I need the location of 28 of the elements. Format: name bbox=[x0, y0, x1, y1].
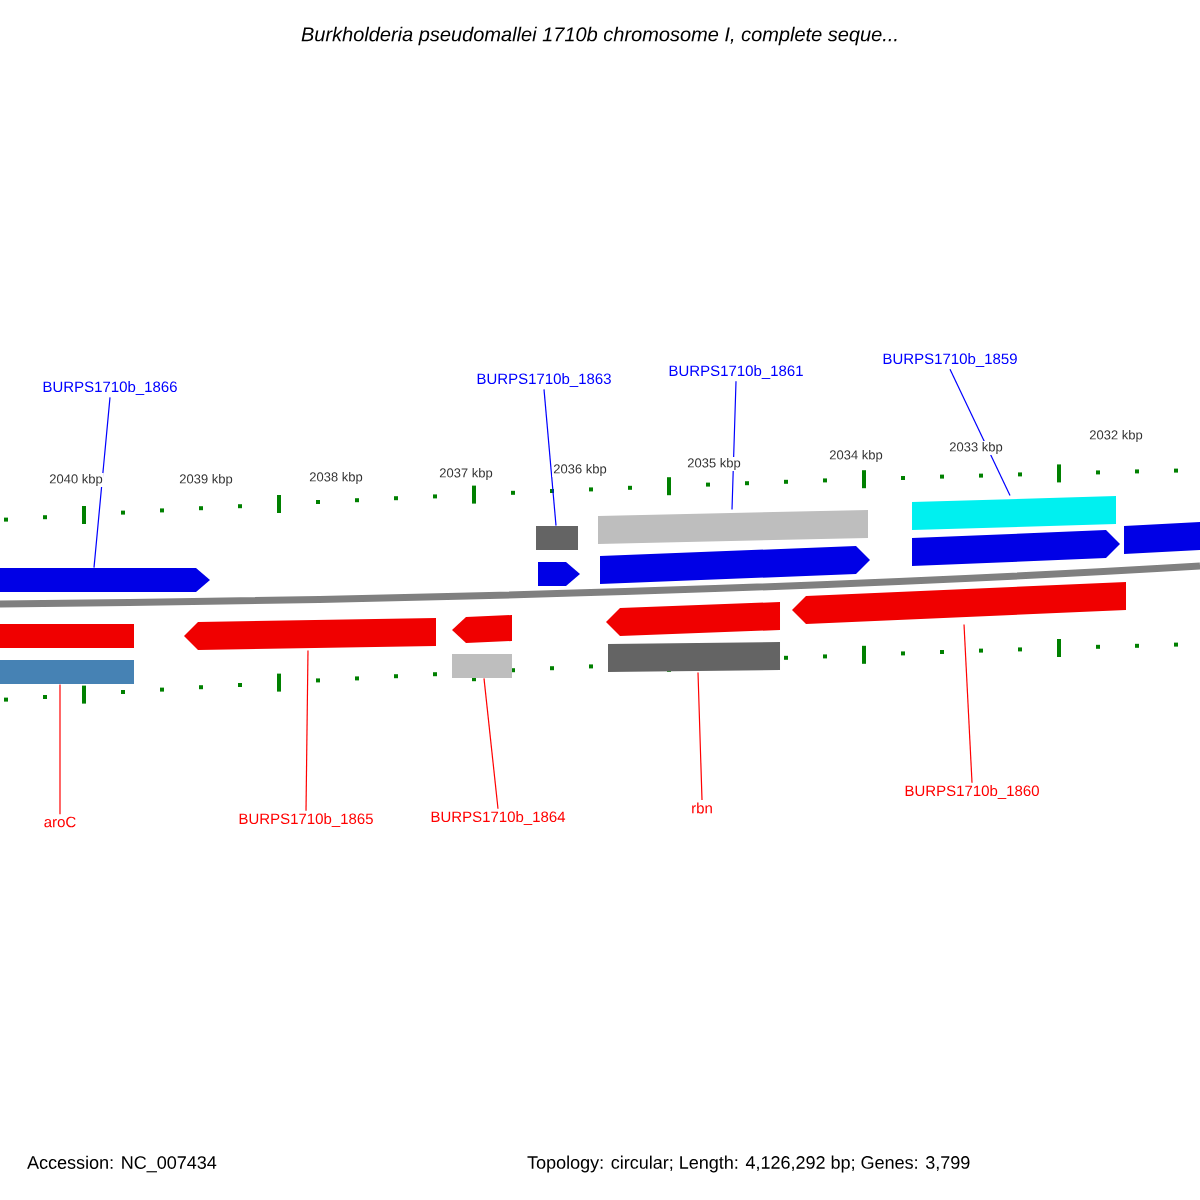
gene-feature bbox=[792, 582, 1126, 624]
gene-bar bbox=[598, 510, 868, 544]
leader-line bbox=[59, 683, 61, 815]
gene-bar bbox=[912, 496, 1116, 530]
gene-bar bbox=[536, 526, 578, 550]
gene-feature bbox=[606, 602, 780, 636]
gene-feature bbox=[600, 546, 870, 584]
gene-bar bbox=[0, 660, 134, 684]
gene-feature bbox=[0, 568, 210, 592]
gene-bar bbox=[608, 642, 780, 672]
gene-bar bbox=[452, 654, 512, 678]
leader-line bbox=[697, 671, 703, 801]
footer-text: Accession: NC_007434 bbox=[27, 1155, 217, 1173]
footer-text: Topology: circular; Length: 4,126,292 bp; Genes: 3,799 bbox=[527, 1155, 970, 1173]
leader-line bbox=[963, 623, 973, 784]
title: Burkholderia pseudomallei 1710b chromosome I, complete seque... bbox=[301, 26, 897, 46]
gene-bar bbox=[1124, 522, 1200, 554]
gene-feature bbox=[452, 615, 512, 643]
leader-line bbox=[731, 380, 737, 511]
leader-line bbox=[305, 649, 309, 812]
gene-feature bbox=[538, 562, 580, 586]
gene-feature bbox=[912, 530, 1120, 566]
gene-feature bbox=[184, 618, 436, 650]
gene-bar bbox=[0, 624, 134, 648]
leader-line bbox=[543, 388, 557, 527]
leader-line bbox=[483, 677, 499, 810]
leader-line bbox=[949, 368, 1011, 497]
leader-line bbox=[93, 396, 111, 569]
